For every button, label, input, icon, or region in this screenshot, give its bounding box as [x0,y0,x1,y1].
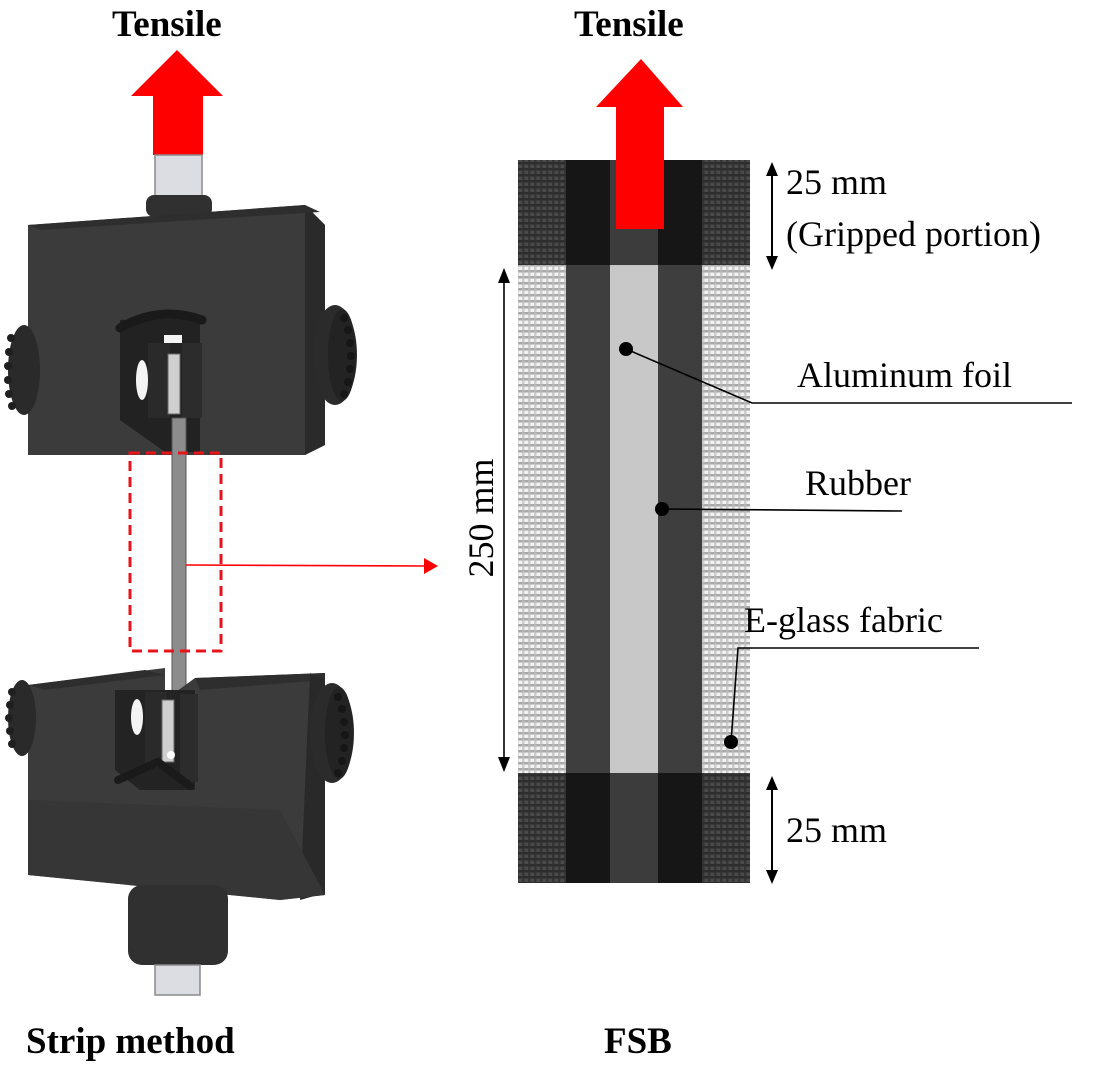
left-title: Tensile [112,4,222,45]
right-tensile-arrow-icon [596,59,683,229]
rubber-label: Rubber [805,463,911,503]
gauge-length-label: 250 mm [461,458,501,578]
top-grip-dimension-arrow-icon [766,162,778,270]
zoom-pointer-arrow-icon [185,558,438,574]
fsb-caption: FSB [604,1021,672,1062]
rubber-layer-left [566,265,610,773]
lower-right-knob-icon [310,683,354,783]
lower-grip [28,668,325,900]
aluminum-foil-leader [619,342,1072,404]
rubber-leader [655,502,903,516]
top-rod [154,154,203,198]
aluminum-foil-label: Aluminum foil [797,355,1012,395]
lower-left-knob-icon [5,680,36,756]
gauge-length-dimension-arrow-icon [498,268,510,772]
left-tensile-arrow-icon [131,50,223,155]
upper-grip [28,205,325,455]
top-grip-note-label: (Gripped portion) [786,214,1041,254]
bottom-grip-dimension-label: 25 mm [786,810,888,850]
strip-method-caption: Strip method [26,1021,235,1062]
bottom-grip-dimension-arrow-icon [766,776,778,884]
specimen-strip [171,417,187,719]
e-glass-layer-left [518,265,566,773]
aluminum-foil-layer [610,265,658,773]
upper-left-knob-icon [4,325,40,415]
top-rod-collar [146,195,212,217]
bottom-cylinder [128,885,228,965]
e-glass-layer-right [702,265,750,773]
right-title: Tensile [574,4,684,45]
fsb-specimen [518,160,750,883]
upper-right-knob-icon [313,305,357,405]
e-glass-fabric-label: E-glass fabric [744,600,943,640]
bottom-rod [154,964,201,996]
rubber-layer-right [658,265,702,773]
top-grip-dimension-label: 25 mm [786,162,888,202]
e-glass-leader [724,647,979,749]
